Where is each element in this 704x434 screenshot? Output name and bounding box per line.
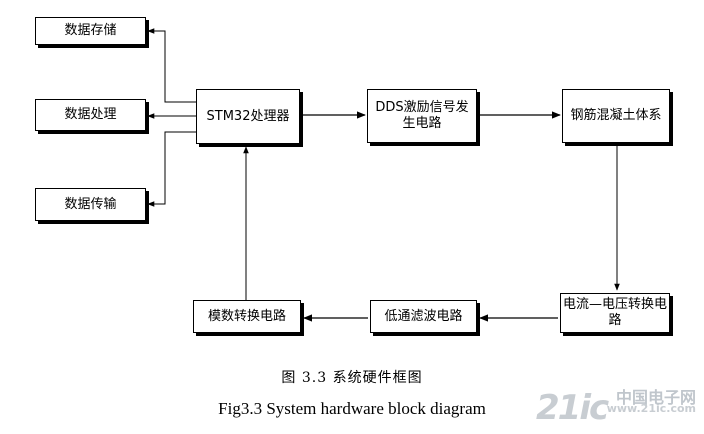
node-lowpass-filter: 低通滤波电路 <box>370 300 477 333</box>
node-data-processing: 数据处理 <box>35 99 146 131</box>
node-data-transmission: 数据传输 <box>35 188 146 221</box>
node-dds-excitation-circuit-label: DDS激励信号发生电路 <box>375 100 469 131</box>
connector-mcu-to-transmission <box>147 131 196 207</box>
watermark-url: www.21ic.com <box>606 402 696 415</box>
node-stm32-processor-label: STM32处理器 <box>206 108 290 124</box>
node-stm32-processor: STM32处理器 <box>196 89 300 144</box>
node-data-storage: 数据存储 <box>35 17 146 45</box>
node-data-processing-label: 数据处理 <box>64 107 117 122</box>
watermark-21ic-logo: 21ic 中国电子网 www.21ic.com <box>536 388 696 428</box>
node-adc-circuit: 模数转换电路 <box>193 300 301 333</box>
node-current-voltage-converter: 电流—电压转换电路 <box>560 293 670 333</box>
watermark-brand: 21ic <box>536 388 609 428</box>
node-adc-circuit-label: 模数转换电路 <box>207 308 286 324</box>
node-data-storage-label: 数据存储 <box>64 23 117 38</box>
watermark-cn: 中国电子网 <box>615 388 696 407</box>
node-current-voltage-converter-label: 电流—电压转换电路 <box>563 297 668 328</box>
node-data-transmission-label: 数据传输 <box>64 196 117 212</box>
figure-caption-chinese: 图 3.3 系统硬件框图 <box>281 370 423 386</box>
node-dds-excitation-circuit: DDS激励信号发生电路 <box>367 89 477 143</box>
connector-mcu-to-storage <box>147 28 196 103</box>
figure-caption-english: Fig3.3 System hardware block diagram <box>218 399 486 418</box>
node-reinforced-concrete-system: 钢筋混凝土体系 <box>562 89 670 143</box>
node-reinforced-concrete-system-label: 钢筋混凝土体系 <box>570 108 662 123</box>
node-lowpass-filter-label: 低通滤波电路 <box>384 308 463 324</box>
